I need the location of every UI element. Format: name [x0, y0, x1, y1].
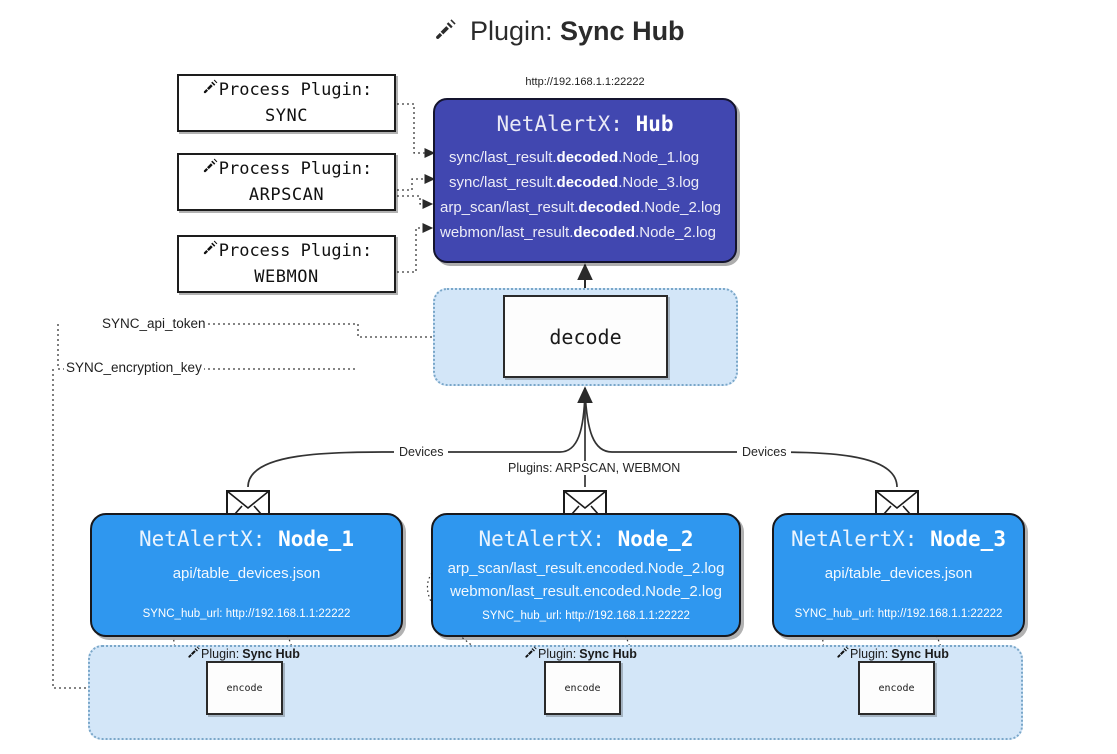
- encoder-plugin-label-1: Plugin:: [201, 647, 240, 661]
- wire-sync-to-log1: [397, 103, 436, 159]
- plug-icon: [523, 645, 538, 663]
- edge-label-devices-right: Devices: [739, 445, 790, 459]
- node-box-1[interactable]: NetAlertX: Node_1 api/table_devices.json…: [90, 513, 403, 637]
- node-footer-2: SYNC_hub_url: http://192.168.1.1:22222: [482, 610, 690, 622]
- process-plugin-name: SYNC: [265, 105, 308, 126]
- process-plugin-name: WEBMON: [254, 266, 319, 287]
- encoder-plugin-name-2: Sync Hub: [579, 647, 637, 661]
- plug-icon: [201, 239, 219, 265]
- encoder-plugin-label-2: Plugin:: [538, 647, 577, 661]
- process-plugin-name: ARPSCAN: [248, 184, 325, 205]
- title-name: Sync Hub: [560, 16, 685, 46]
- token-label-api: SYNC_api_token: [100, 316, 208, 331]
- process-plugin-sync[interactable]: Process Plugin: SYNC: [177, 74, 396, 132]
- title-prefix: Plugin:: [469, 16, 553, 46]
- node-footer-1: SYNC_hub_url: http://192.168.1.1:22222: [142, 608, 351, 620]
- node-line-2-2: webmon/last_result.encoded.Node_2.log: [450, 583, 722, 600]
- encoder-label-3: Plugin: Sync Hub: [835, 645, 949, 663]
- hub-url-label: http://192.168.1.1:22222: [525, 76, 645, 88]
- encoder-label-2: Plugin: Sync Hub: [523, 645, 637, 663]
- encode-box-2[interactable]: encode: [544, 661, 621, 715]
- node-title-2: NetAlertX: Node_2: [478, 527, 694, 551]
- decode-box[interactable]: decode: [503, 295, 668, 378]
- node-title-3: NetAlertX: Node_3: [791, 527, 1006, 551]
- process-plugin-arpscan[interactable]: Process Plugin: ARPSCAN: [177, 153, 396, 211]
- hub-log-line-2: sync/last_result.decoded.Node_3.log: [449, 174, 700, 191]
- encoder-plugin-name-1: Sync Hub: [242, 647, 300, 661]
- plug-icon: [186, 645, 201, 663]
- hub-title: NetAlertX: Hub: [496, 112, 674, 136]
- page-title: Plugin: Sync Hub: [0, 16, 1117, 50]
- hub-box[interactable]: NetAlertX: Hub sync/last_result.decoded.…: [433, 98, 737, 263]
- node-title-1: NetAlertX: Node_1: [139, 527, 354, 551]
- node-box-2[interactable]: NetAlertX: Node_2 arp_scan/last_result.e…: [431, 513, 741, 637]
- encoder-label-1: Plugin: Sync Hub: [186, 645, 300, 663]
- wire-sync-to-log2: [397, 173, 436, 191]
- encode-box-1[interactable]: encode: [206, 661, 283, 715]
- edge-label-devices-left: Devices: [396, 445, 447, 459]
- plug-icon: [432, 17, 458, 50]
- node-line-2-1: arp_scan/last_result.encoded.Node_2.log: [447, 560, 725, 577]
- process-plugin-label: Process Plugin:: [218, 159, 373, 180]
- plug-icon: [835, 645, 850, 663]
- plug-icon: [201, 78, 219, 104]
- token-label-encryption: SYNC_encryption_key: [64, 360, 204, 375]
- node-line-1-1: api/table_devices.json: [172, 565, 321, 582]
- node-box-3[interactable]: NetAlertX: Node_3 api/table_devices.json…: [772, 513, 1025, 637]
- wire-arpscan-to-log3: [397, 195, 434, 210]
- encoder-plugin-label-3: Plugin:: [850, 647, 889, 661]
- hub-log-line-1: sync/last_result.decoded.Node_1.log: [449, 149, 700, 166]
- hub-log-line-3: arp_scan/last_result.decoded.Node_2.log: [440, 199, 721, 216]
- plug-icon: [201, 157, 219, 183]
- process-plugin-label: Process Plugin:: [218, 241, 373, 262]
- node-footer-3: SYNC_hub_url: http://192.168.1.1:22222: [794, 608, 1003, 620]
- process-plugin-label: Process Plugin:: [218, 80, 373, 101]
- edge-label-plugins-center: Plugins: ARPSCAN, WEBMON: [505, 461, 684, 475]
- process-plugin-webmon[interactable]: Process Plugin: WEBMON: [177, 235, 396, 293]
- encode-box-3[interactable]: encode: [858, 661, 935, 715]
- hub-log-line-4: webmon/last_result.decoded.Node_2.log: [440, 224, 716, 241]
- node-line-3-1: api/table_devices.json: [824, 565, 973, 582]
- wire-webmon-to-log4: [397, 222, 434, 273]
- encoder-plugin-name-3: Sync Hub: [891, 647, 949, 661]
